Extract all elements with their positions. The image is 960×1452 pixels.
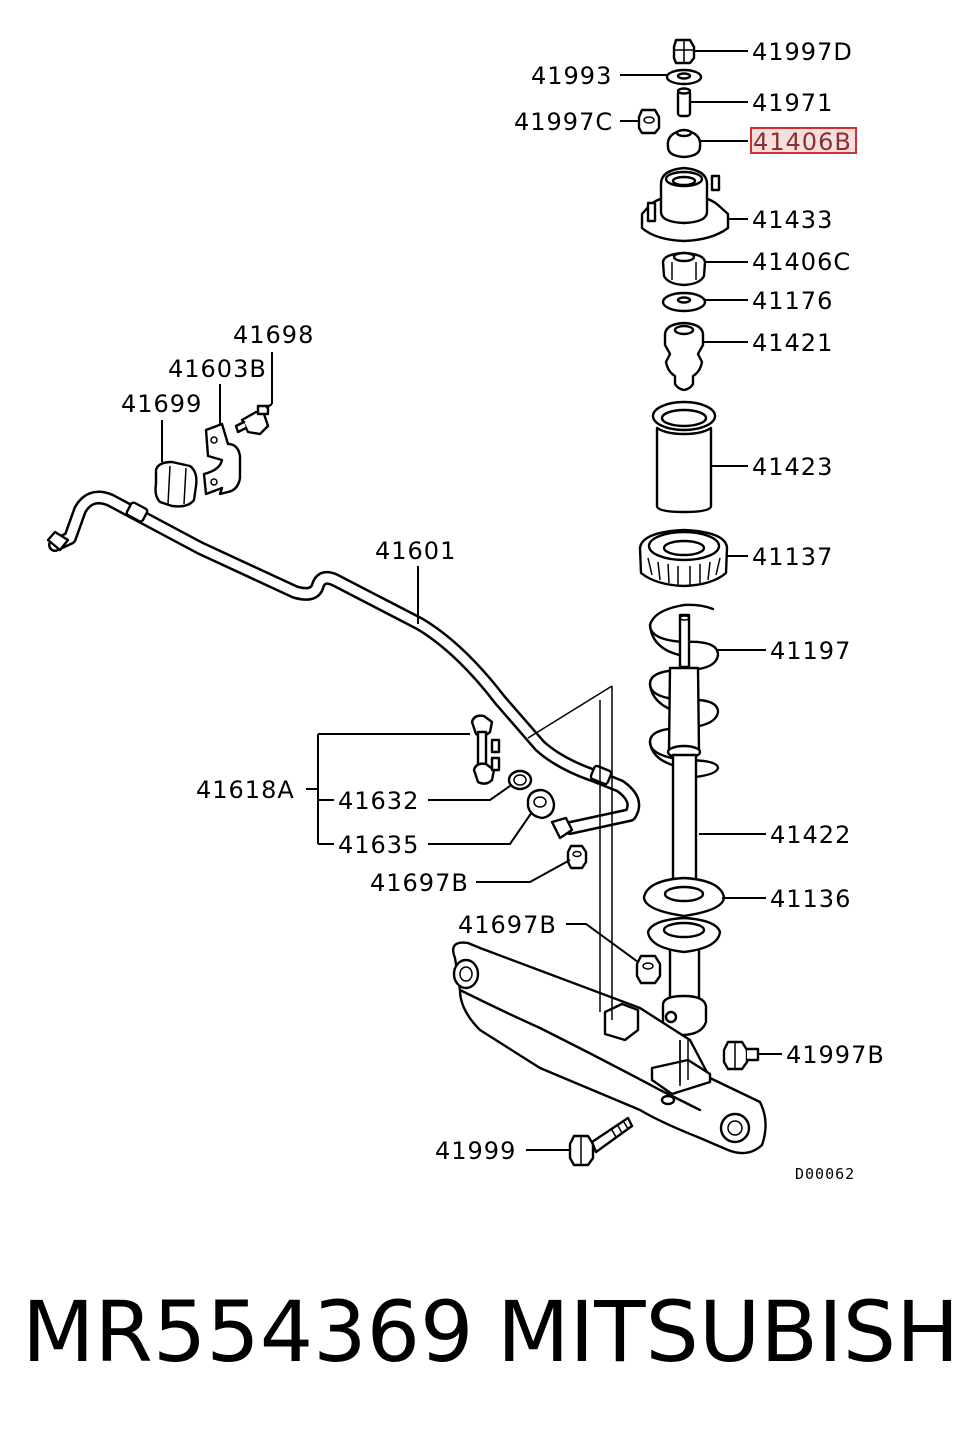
part-41993-washer <box>665 68 703 86</box>
label-41422: 41422 <box>770 821 851 849</box>
label-41137: 41137 <box>752 543 833 571</box>
highlight-box <box>750 127 857 154</box>
label-41997C: 41997C <box>514 108 613 136</box>
lower-control-arm <box>451 941 767 1155</box>
part-41423-dust-cover <box>651 400 717 514</box>
part-41406C-bushing <box>661 251 707 287</box>
label-41632: 41632 <box>338 787 419 815</box>
label-41601: 41601 <box>375 537 456 565</box>
label-41423: 41423 <box>752 453 833 481</box>
label-41999: 41999 <box>435 1137 516 1165</box>
label-41406C: 41406C <box>752 248 851 276</box>
part-41699-bushing <box>154 460 198 508</box>
label-41635: 41635 <box>338 831 419 859</box>
assembly-lines <box>527 685 681 1086</box>
part-41997B-bolt <box>722 1040 760 1071</box>
label-41993: 41993 <box>531 62 612 90</box>
part-41618A-stabilizer-link <box>470 714 501 785</box>
part-41406B-bushing <box>666 128 702 159</box>
leader-lines <box>161 50 782 1151</box>
part-41176-washer <box>661 291 707 313</box>
part-41136-spring-seat <box>642 876 726 954</box>
label-41699: 41699 <box>121 390 202 418</box>
part-41601-stabilizer-bar <box>46 490 641 840</box>
label-41176: 41176 <box>752 287 833 315</box>
label-41433: 41433 <box>752 206 833 234</box>
part-41632-ring <box>507 769 533 791</box>
label-41697B-lower: 41697B <box>458 911 557 939</box>
label-41697B-upper: 41697B <box>370 869 469 897</box>
label-41197: 41197 <box>770 637 851 665</box>
label-41136: 41136 <box>770 885 851 913</box>
part-41635-bushing <box>526 788 556 820</box>
part-41997D-nut <box>672 38 696 65</box>
brand-name: MITSUBISHI <box>497 1283 960 1381</box>
part-41698-bolt <box>234 404 270 436</box>
label-41971: 41971 <box>752 89 833 117</box>
label-41698: 41698 <box>233 321 314 349</box>
reference-code: D00062 <box>795 1165 855 1183</box>
part-41137-spring-seat <box>638 528 729 588</box>
part-labels: 41997D 41993 41971 41997C 41406B 41433 4… <box>121 38 885 1183</box>
label-41603B: 41603B <box>168 355 267 383</box>
label-41421: 41421 <box>752 329 833 357</box>
part-41697B-nut-upper <box>566 844 588 870</box>
part-41433-strut-mount <box>640 166 730 243</box>
part-41421-bump-stopper <box>663 321 705 392</box>
part-41971-collar <box>676 87 692 118</box>
part-number: MR554369 <box>22 1283 474 1381</box>
label-41406B: 41406B <box>753 128 852 156</box>
part-41697B-nut-lower <box>635 954 662 985</box>
part-41999-bolt <box>568 1116 634 1167</box>
label-41997B: 41997B <box>786 1041 885 1069</box>
label-41997D: 41997D <box>752 38 853 66</box>
label-41618A: 41618A <box>196 776 295 804</box>
part-41422-strut-body <box>661 613 708 1037</box>
part-41997C-nut <box>637 108 661 135</box>
part-41603B-bracket <box>202 422 242 496</box>
